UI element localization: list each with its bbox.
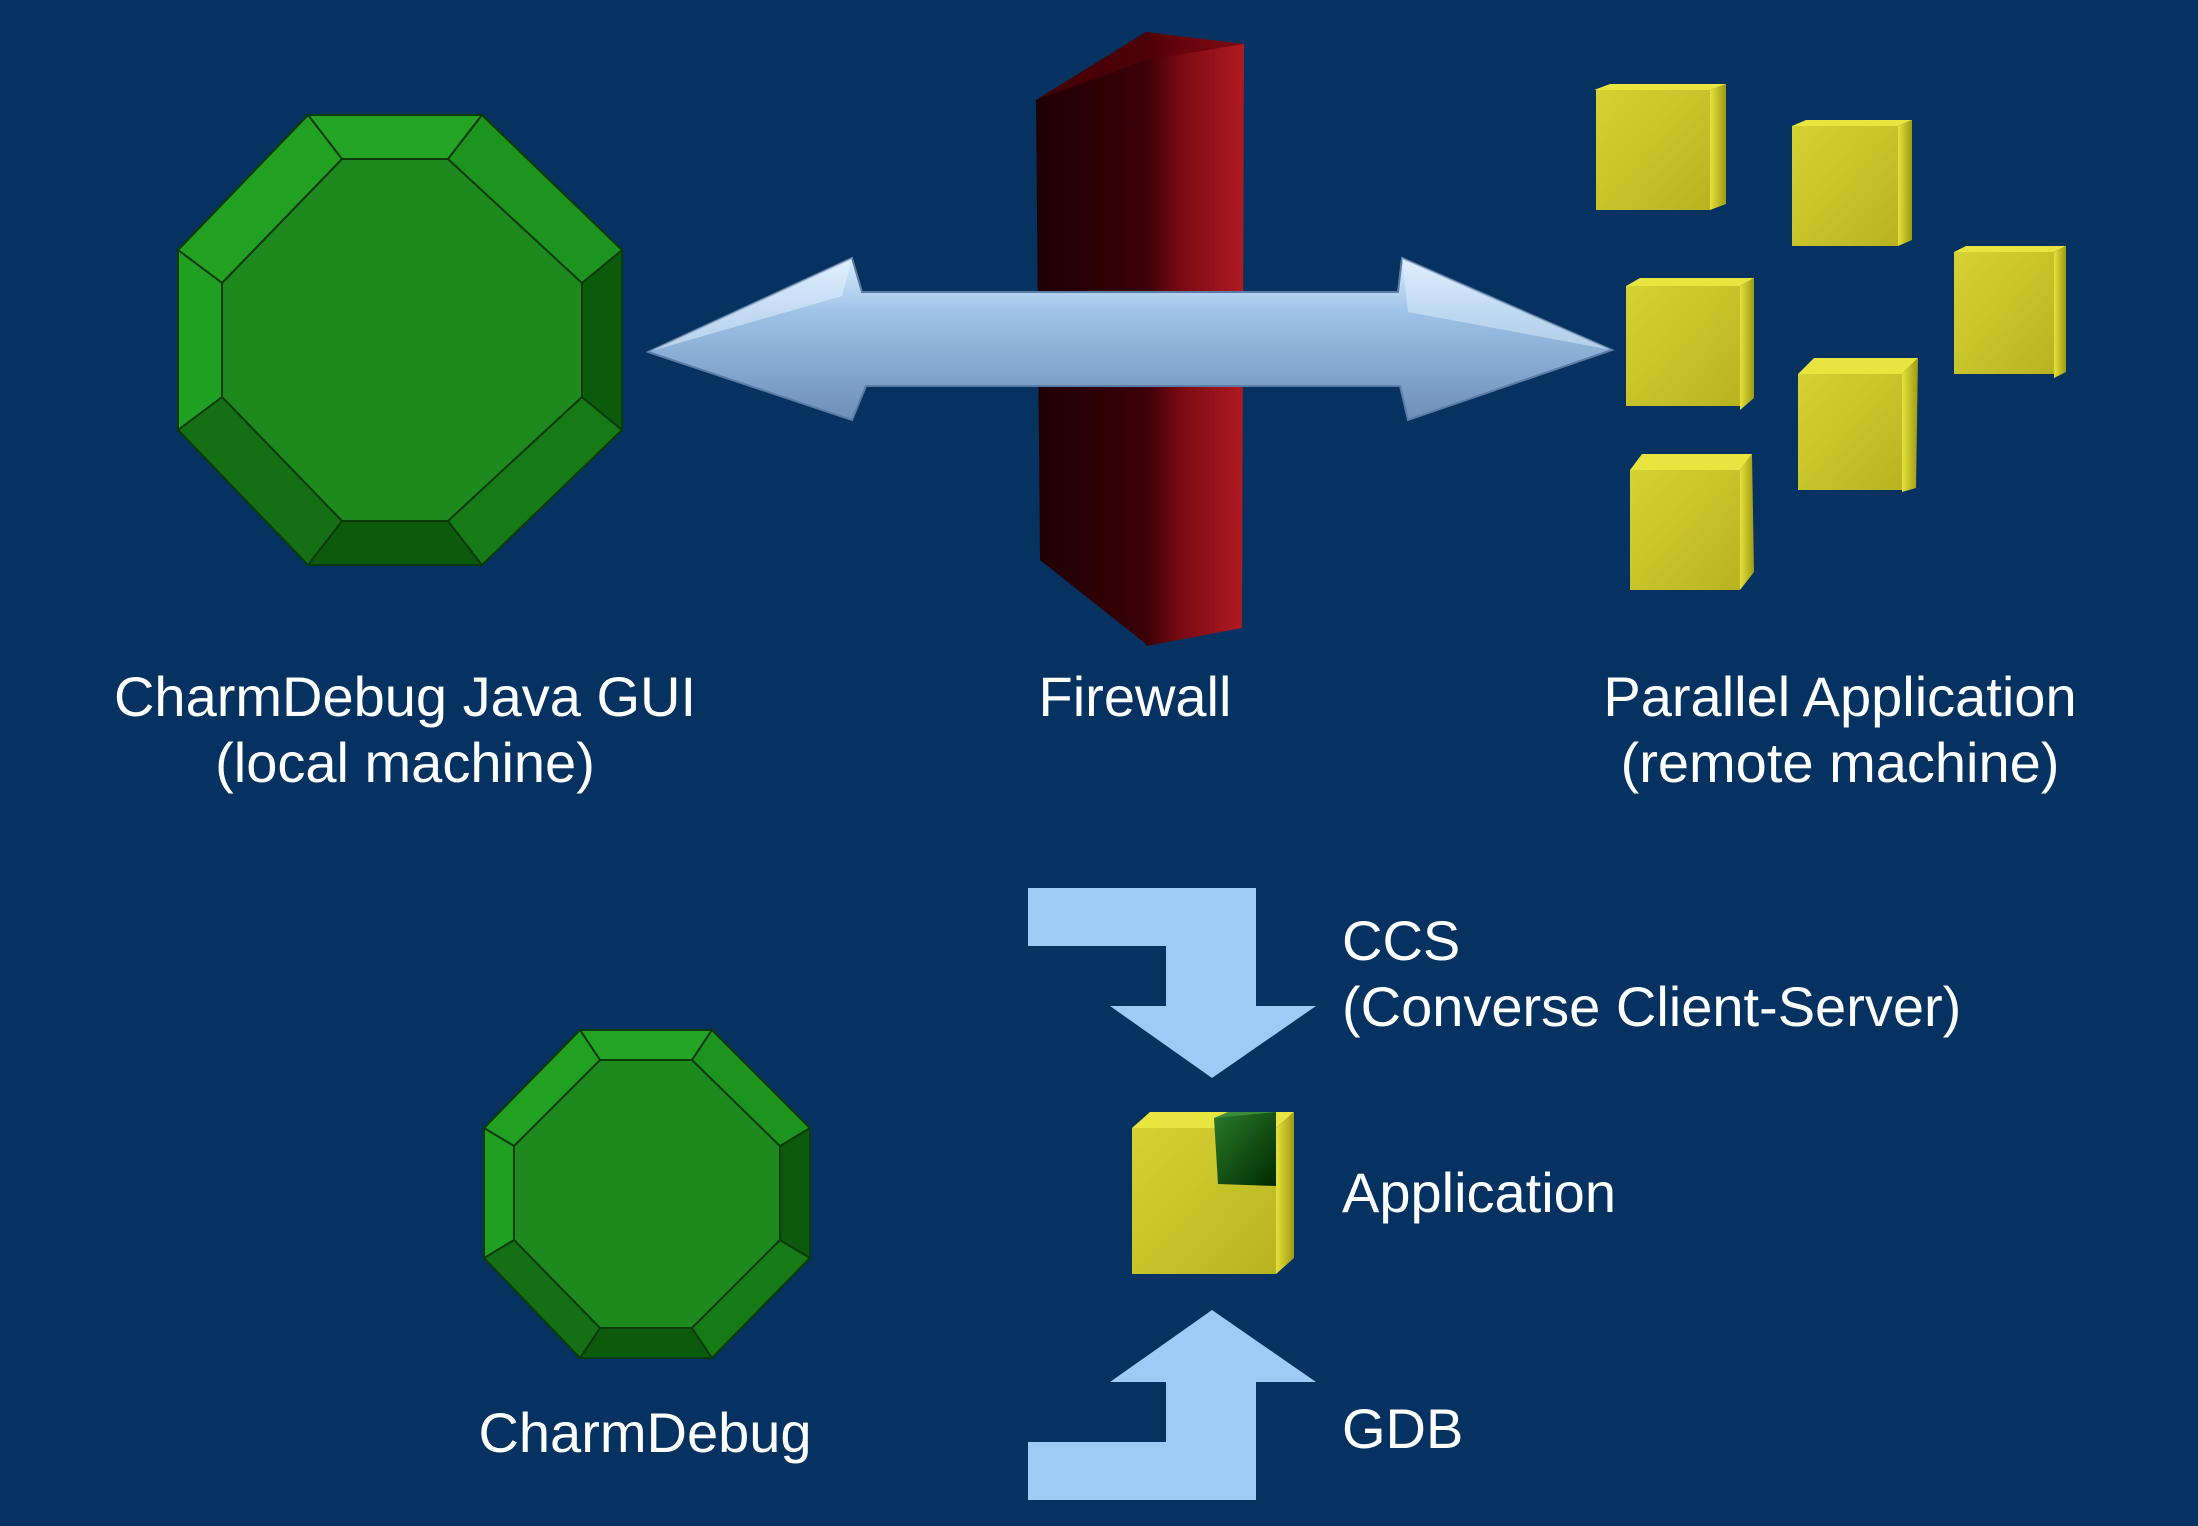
cube-4-icon [1626, 278, 1754, 410]
parallel-application-label-line1: Parallel Application [1603, 665, 2077, 728]
gdb-label-text: GDB [1342, 1397, 1464, 1460]
charmdebug-label-text: CharmDebug [478, 1401, 812, 1464]
gdb-label: GDB [1342, 1396, 1463, 1462]
ccs-arrow-icon [1028, 888, 1316, 1078]
cube-5-icon [1798, 358, 1918, 492]
firewall-label: Firewall [980, 664, 1290, 730]
ccs-label: CCS (Converse Client-Server) [1342, 908, 1961, 1040]
gui-label-line2: (local machine) [215, 731, 595, 794]
ccs-label-line2: (Converse Client-Server) [1342, 975, 1962, 1038]
cube-3-icon [1954, 246, 2066, 378]
application-cube-icon [1132, 1112, 1294, 1274]
charmdebug-label: CharmDebug [400, 1400, 890, 1466]
charmdebug-octagon-icon [482, 1028, 812, 1360]
cube-1-icon [1594, 84, 1726, 210]
parallel-application-cubes-icon [1594, 84, 2066, 590]
application-label: Application [1342, 1160, 1616, 1226]
parallel-application-label: Parallel Application (remote machine) [1520, 664, 2160, 796]
gdb-arrow-icon [1028, 1310, 1316, 1500]
ccs-label-line1: CCS [1342, 909, 1461, 972]
firewall-label-text: Firewall [1038, 665, 1232, 728]
gui-label-line1: CharmDebug Java GUI [113, 665, 696, 728]
debugger-block-icon [1214, 1112, 1276, 1186]
charmdebug-gui-octagon-icon [176, 113, 624, 567]
application-label-text: Application [1342, 1161, 1616, 1224]
bidirectional-arrow-icon [645, 256, 1615, 422]
parallel-application-label-line2: (remote machine) [1620, 731, 2060, 794]
cube-6-icon [1630, 454, 1754, 590]
gui-label: CharmDebug Java GUI (local machine) [60, 664, 750, 796]
cube-2-icon [1792, 120, 1912, 246]
